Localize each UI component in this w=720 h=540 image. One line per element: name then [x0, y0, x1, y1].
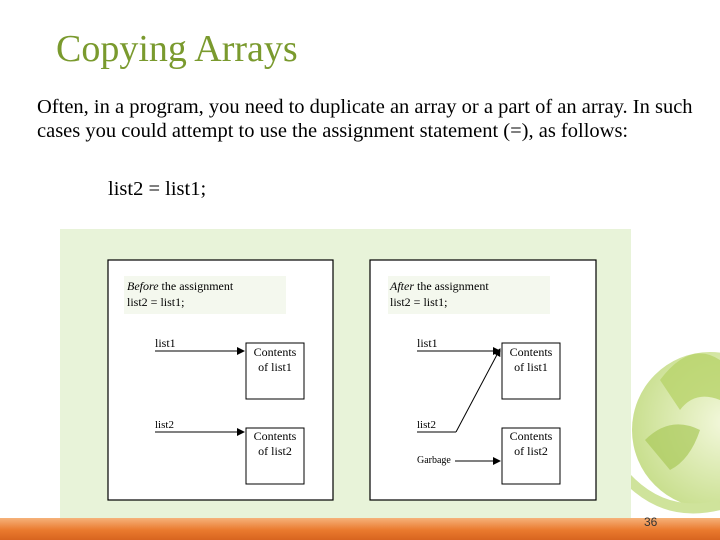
after-list1-ref: list1 [417, 336, 438, 350]
slide-paragraph: Often, in a program, you need to duplica… [37, 96, 693, 142]
before-box1-line2: of list1 [258, 360, 292, 374]
before-list2-ref: list2 [155, 419, 174, 431]
code-statement: list2 = list1; [108, 178, 207, 200]
after-list2-ref: list2 [417, 419, 436, 431]
before-box1-line1: Contents [254, 345, 297, 359]
after-box2-line2: of list2 [514, 444, 548, 458]
garbage-label: Garbage [417, 455, 451, 466]
before-list1-ref: list1 [155, 336, 176, 350]
after-panel: After the assignment list2 = list1; list… [369, 259, 597, 501]
after-box1-line2: of list1 [514, 360, 548, 374]
before-statement: list2 = list1; [127, 295, 184, 309]
footer-bar [0, 518, 720, 540]
before-box2-line1: Contents [254, 429, 297, 443]
figure-diagram: Before the assignment list2 = list1; lis… [107, 259, 597, 501]
after-box2-line1: Contents [510, 429, 553, 443]
after-caption: After the assignment [389, 279, 489, 293]
after-box1-line1: Contents [510, 345, 553, 359]
after-statement: list2 = list1; [390, 295, 447, 309]
before-box2-line2: of list2 [258, 444, 292, 458]
before-panel: Before the assignment list2 = list1; lis… [107, 259, 334, 501]
array-assignment-figure: Before the assignment list2 = list1; lis… [60, 229, 631, 531]
before-caption: Before the assignment [127, 279, 234, 293]
slide-title: Copying Arrays [56, 28, 298, 70]
page-number: 36 [644, 515, 658, 529]
